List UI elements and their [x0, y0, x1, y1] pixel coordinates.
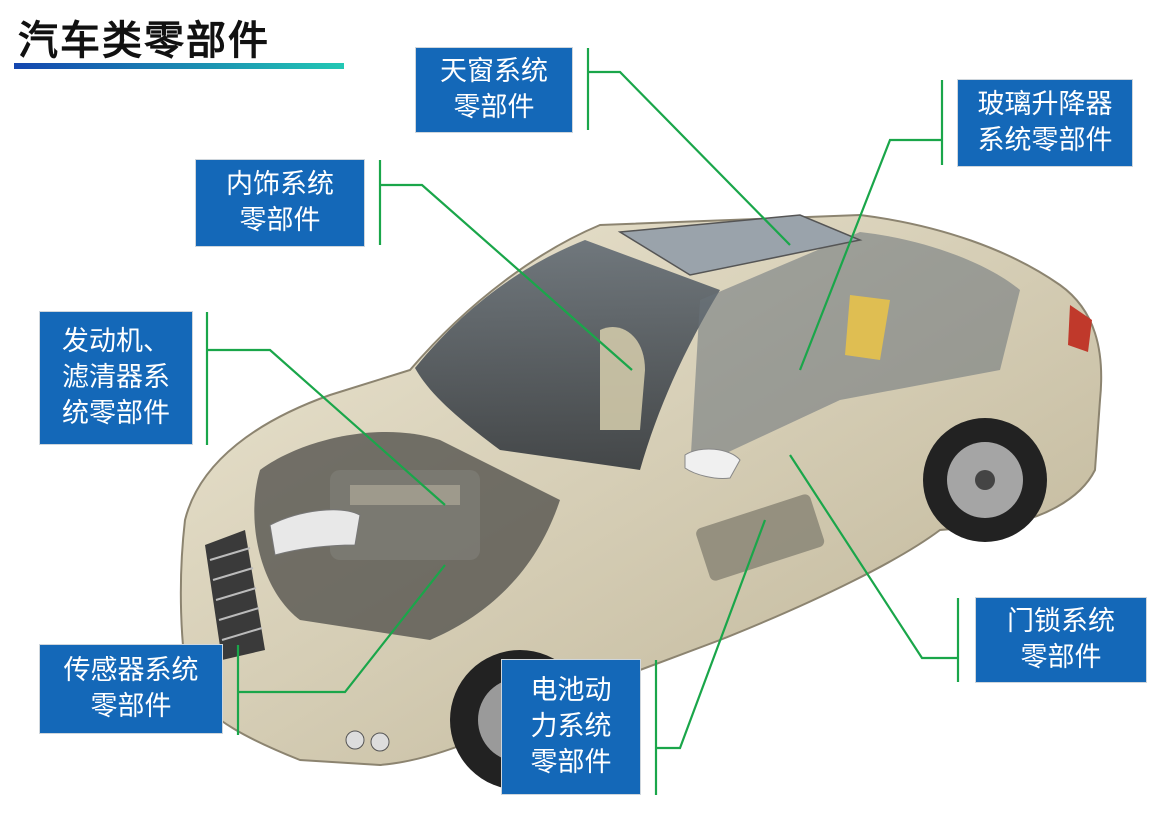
label-engine-line-2: 滤清器系	[62, 362, 170, 393]
page-title: 汽车类零部件	[18, 18, 270, 64]
label-sensor: 传感器系统 零部件	[40, 645, 222, 733]
leader-lines	[207, 70, 958, 750]
label-battery: 电池动 力系统 零部件	[502, 660, 640, 794]
label-interior-line-2: 零部件	[239, 205, 321, 236]
leader-interior	[380, 183, 633, 371]
label-battery-line-3: 零部件	[530, 747, 612, 778]
label-window-lifter: 玻璃升降器 系统零部件	[958, 80, 1132, 166]
label-sensor-line-2: 零部件	[90, 691, 172, 722]
leader-engine	[207, 348, 446, 506]
label-window-lifter-line-1: 玻璃升降器	[977, 89, 1113, 120]
title-underline	[14, 63, 344, 69]
leader-battery	[656, 519, 767, 750]
leader-sensor	[238, 564, 446, 694]
label-sunroof-line-2: 零部件	[453, 92, 535, 123]
label-door-lock: 门锁系统 零部件	[976, 598, 1146, 682]
side-mirror	[684, 448, 741, 479]
sunroof-panel	[617, 214, 863, 276]
label-sensor-line-1: 传感器系统	[63, 655, 199, 686]
label-interior: 内饰系统 零部件	[196, 160, 364, 246]
label-battery-line-1: 电池动	[530, 675, 612, 706]
leader-door-lock	[789, 454, 958, 660]
leader-sunroof	[588, 70, 791, 246]
label-door-lock-line-2: 零部件	[1020, 642, 1102, 673]
label-sunroof: 天窗系统 零部件	[416, 48, 572, 132]
label-engine-line-1: 发动机、	[62, 326, 170, 357]
label-sunroof-line-1: 天窗系统	[440, 56, 548, 87]
label-window-lifter-line-2: 系统零部件	[977, 125, 1113, 156]
label-battery-line-2: 力系统	[530, 711, 612, 742]
label-engine-line-3: 统零部件	[62, 398, 170, 429]
tail-light	[1068, 305, 1092, 352]
headlight	[269, 509, 361, 556]
battery-pack	[696, 494, 825, 581]
label-engine: 发动机、 滤清器系 统零部件	[40, 312, 192, 444]
label-interior-line-1: 内饰系统	[226, 169, 334, 200]
label-door-lock-line-1: 门锁系统	[1007, 606, 1115, 637]
leader-window-lifter	[798, 138, 942, 371]
windshield	[415, 240, 720, 470]
